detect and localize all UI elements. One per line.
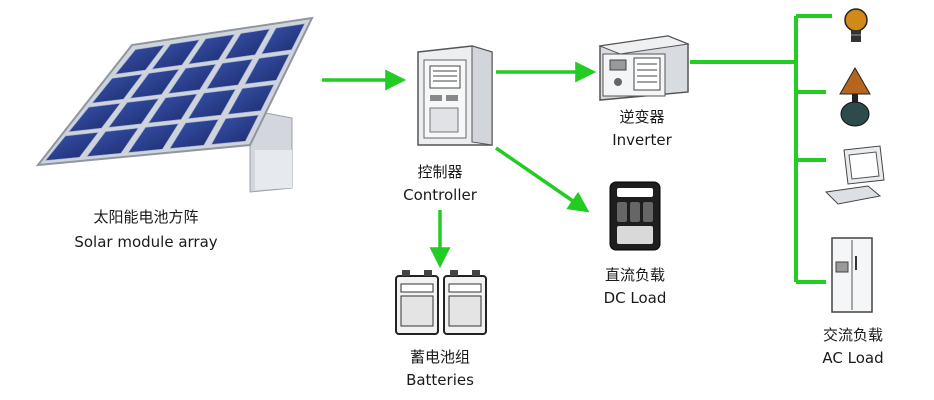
table-lamp-icon (839, 66, 871, 127)
panel-cell (129, 68, 180, 99)
panel-cell (44, 132, 99, 161)
light-bulb-icon (844, 8, 868, 42)
panel-cell (187, 34, 236, 65)
panel-cell (147, 93, 198, 124)
batteries-label-en: Batteries (406, 371, 474, 389)
panel-cell (107, 98, 160, 128)
controller-label-en: Controller (403, 186, 478, 204)
ac-load-label-en: AC Load (822, 349, 883, 367)
batteries (395, 270, 487, 335)
solar-array-label-en: Solar module array (74, 233, 217, 251)
panel-cell (261, 23, 306, 55)
inverter (598, 35, 690, 101)
panel-cell (151, 39, 201, 70)
panel-cell (68, 102, 121, 133)
panel-cell (187, 88, 237, 120)
inverter-label-zh: 逆变器 (619, 108, 664, 126)
panel-cell (167, 63, 217, 94)
batteries-label-zh: 蓄电池组 (410, 348, 470, 366)
controller-label-zh: 控制器 (417, 163, 462, 181)
panel-cell (210, 114, 260, 145)
panel-cell (224, 28, 271, 60)
panel-cell (114, 44, 165, 75)
dc-load (609, 181, 661, 251)
panel-cell (169, 119, 220, 149)
inverter-label-en: Inverter (612, 131, 672, 149)
refrigerator-icon (831, 237, 873, 313)
ac-load-label-zh: 交流负载 (823, 326, 883, 344)
panel-cell (91, 73, 143, 104)
dc-load-label-zh: 直流负载 (605, 266, 665, 284)
panel-cell (206, 58, 254, 90)
panel-cell (244, 53, 290, 85)
solar-array (35, 16, 314, 193)
controller (417, 45, 493, 146)
panel-cell (86, 127, 139, 157)
arrow-controller-to-dc-load (495, 146, 590, 213)
solar-array-label-zh: 太阳能电池方阵 (93, 208, 198, 226)
ac-bus (690, 14, 832, 284)
dc-load-label-en: DC Load (604, 289, 667, 307)
computer-icon (824, 145, 885, 205)
panel-cell (227, 84, 275, 115)
panel-cells (44, 23, 306, 161)
panel-cell (127, 123, 179, 153)
